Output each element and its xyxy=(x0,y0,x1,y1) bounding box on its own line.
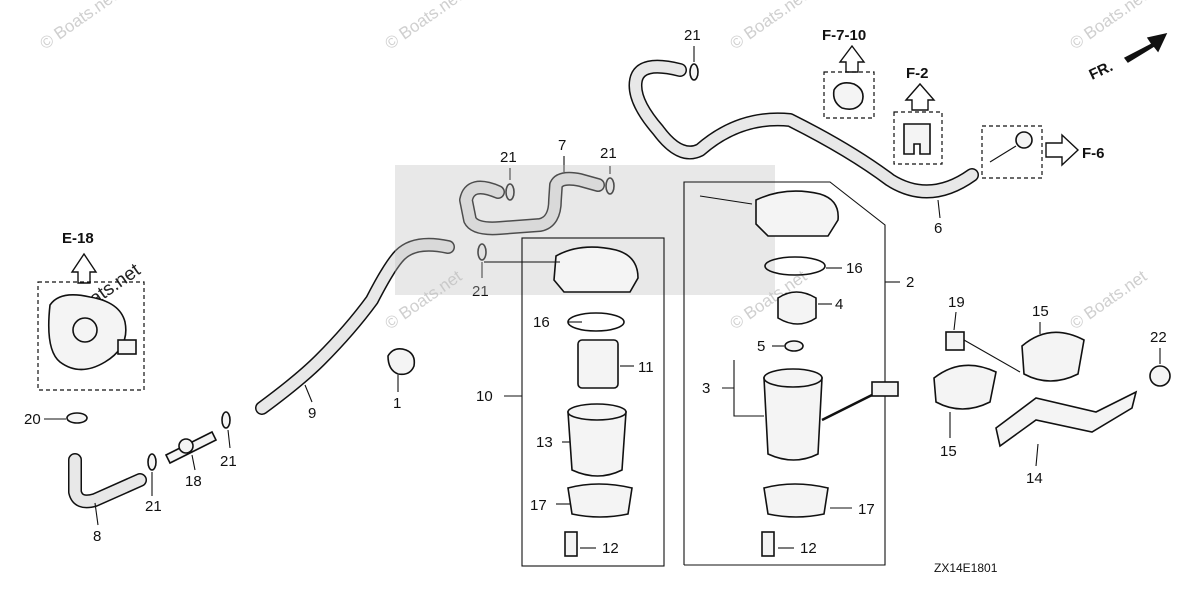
part-label-15: 15 xyxy=(940,443,957,460)
part-label-19: 19 xyxy=(948,294,965,311)
part-label-18: 18 xyxy=(185,473,202,490)
assembly-2-bracket xyxy=(683,181,886,566)
part-label-11: 11 xyxy=(638,359,654,376)
ref-right-arrow-icon xyxy=(1045,133,1080,167)
part-label-14: 14 xyxy=(1026,470,1043,487)
ref-f6-group: F-6 xyxy=(981,125,1105,179)
part-label-21: 21 xyxy=(600,145,617,162)
watermark: © Boats.net xyxy=(381,0,465,53)
clamp-21-b: 21 xyxy=(220,411,237,470)
filter-element-icon xyxy=(577,339,619,389)
watermark: © Boats.net xyxy=(726,0,810,53)
part-label-5: 5 xyxy=(757,338,765,355)
part-label-1: 1 xyxy=(393,395,401,412)
part-label-12: 12 xyxy=(602,540,619,557)
watermark: © Boats.net xyxy=(1066,266,1150,333)
part-label-16: 16 xyxy=(533,314,550,331)
ref-up-arrow-icon xyxy=(70,252,98,284)
sensor-connector-icon xyxy=(871,381,899,397)
part-label-2: 2 xyxy=(906,274,914,291)
part-label-4: 4 xyxy=(835,296,843,313)
assembly-10-bracket xyxy=(521,237,665,567)
clip-20: 20 xyxy=(24,411,88,428)
joint-18: 18 xyxy=(164,430,218,490)
part-label-7: 7 xyxy=(558,137,566,154)
part-label-21: 21 xyxy=(684,27,701,44)
bracket-14-icon xyxy=(995,390,1138,448)
filter-cup-icon xyxy=(567,411,627,477)
part-label-10: 10 xyxy=(476,388,493,405)
part-label-13: 13 xyxy=(536,434,553,451)
filter-head-right xyxy=(755,190,839,237)
ref-f2-box xyxy=(893,111,943,165)
bolt-19-icon xyxy=(945,331,965,351)
front-label: FR. xyxy=(1087,58,1116,84)
ref-f710-label: F-7-10 xyxy=(822,27,866,44)
part-label-21: 21 xyxy=(145,498,162,515)
part-label-21: 21 xyxy=(220,453,237,470)
nut-22-icon xyxy=(1149,365,1171,387)
hose-8: 8 xyxy=(68,453,147,545)
gasket-17-right xyxy=(763,483,829,518)
bolt-12-left xyxy=(564,531,578,557)
clamp-21-c: 21 xyxy=(472,243,489,300)
part-label-16: 16 xyxy=(846,260,863,277)
bolt-12-right xyxy=(761,531,775,557)
ref-f710-group: F-7-10 xyxy=(822,27,875,119)
ref-e18-group: E-18 xyxy=(37,230,145,391)
ref-e18-label: E-18 xyxy=(62,230,94,247)
ref-up-arrow-icon xyxy=(838,44,866,73)
bracket-assembly: 19 15 15 14 22 xyxy=(933,294,1171,487)
part-label-21: 21 xyxy=(472,283,489,300)
gasket-17-left xyxy=(567,483,633,518)
part-label-3: 3 xyxy=(702,380,710,397)
part-label-17: 17 xyxy=(858,501,875,518)
filter-head-left xyxy=(553,246,639,293)
ref-f2-group: F-2 xyxy=(893,65,943,165)
part-label-17: 17 xyxy=(530,497,547,514)
filter-assembly-10: 16 11 13 17 12 10 xyxy=(476,237,665,567)
part-label-12: 12 xyxy=(800,540,817,557)
hose-6: 6 21 xyxy=(628,27,979,237)
part-label-15: 15 xyxy=(1032,303,1049,320)
clamp-15-lower xyxy=(933,364,997,410)
hose-7: 7 21 21 xyxy=(459,137,617,236)
part-label-9: 9 xyxy=(308,405,316,422)
clip-1: 1 xyxy=(387,348,416,412)
part-label-8: 8 xyxy=(93,528,101,545)
part-label-22: 22 xyxy=(1150,329,1167,346)
watermark: © Boats.net xyxy=(1066,0,1150,53)
diagram-code: ZX14E1801 xyxy=(934,561,998,575)
ref-up-arrow-icon xyxy=(904,82,936,111)
ref-f6-box xyxy=(981,125,1043,179)
ref-f6-label: F-6 xyxy=(1082,145,1105,162)
clamp-21-a: 21 xyxy=(145,453,162,515)
part-label-6: 6 xyxy=(934,220,942,237)
part-label-20: 20 xyxy=(24,411,41,428)
water-separator-cup-icon xyxy=(763,377,823,461)
ref-e18-box xyxy=(37,281,145,391)
part-label-21: 21 xyxy=(500,149,517,166)
watermark: © Boats.net xyxy=(36,0,120,53)
ref-f710-box xyxy=(823,71,875,119)
ref-f2-label: F-2 xyxy=(906,65,929,82)
float-4-icon xyxy=(777,291,817,325)
hose-9: 9 xyxy=(255,237,455,422)
clamp-15-upper xyxy=(1021,331,1085,382)
front-direction-indicator: FR. xyxy=(1087,33,1168,84)
filter-assembly-2: 2 16 4 5 3 17 12 xyxy=(683,181,914,566)
